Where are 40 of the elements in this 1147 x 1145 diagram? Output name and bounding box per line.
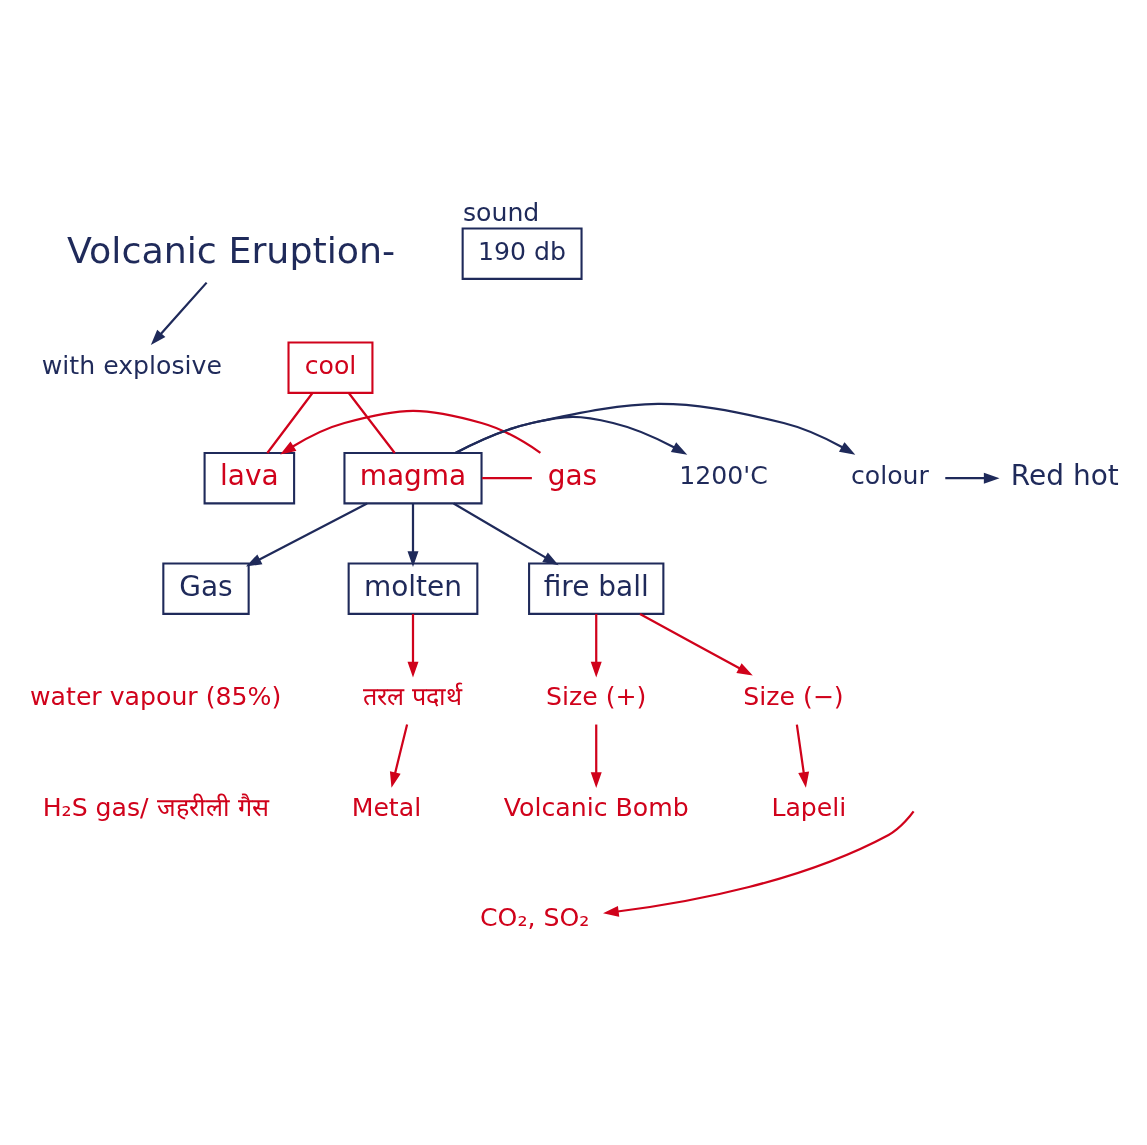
arrow [245, 502, 368, 567]
connector [482, 476, 532, 479]
node-text: colour [851, 460, 929, 490]
arrow [280, 409, 542, 455]
node-text: Size (−) [743, 681, 844, 711]
node-text: Lapeli [771, 792, 847, 822]
node-text: gas [547, 458, 598, 492]
arrow [407, 503, 419, 567]
arrow [407, 613, 419, 677]
connector [347, 391, 396, 454]
node-text: Volcanic Eruption- [67, 228, 396, 272]
node-box: magma [343, 451, 483, 504]
arrow [389, 723, 409, 788]
node-text: 1200'C [679, 460, 768, 490]
arrow [453, 502, 559, 565]
node-text: Size (+) [546, 681, 647, 711]
node-text: water vapour (85%) [30, 681, 282, 711]
node-text: तरल पदार्थ [363, 681, 463, 711]
arrow [945, 472, 1000, 484]
node-box: cool [287, 341, 374, 394]
node-box: fire ball [528, 562, 665, 615]
node-box: 190 db [461, 227, 583, 280]
node-text: with explosive [41, 350, 222, 380]
node-text: Red hot [1010, 458, 1119, 492]
arrow [590, 724, 602, 788]
arrow [639, 612, 753, 676]
arrow [603, 810, 915, 917]
arrow [454, 402, 856, 455]
node-box: Gas [162, 562, 250, 615]
arrow [150, 281, 208, 345]
node-text: Volcanic Bomb [503, 792, 689, 822]
arrow [795, 723, 810, 788]
node-text: H₂S gas/ जहरीली गैस [42, 792, 269, 822]
node-box: lava [203, 451, 296, 504]
node-box: molten [347, 562, 479, 615]
arrow [590, 613, 602, 677]
node-text: Metal [351, 792, 422, 822]
node-label: sound [462, 197, 540, 227]
connector [266, 391, 314, 454]
node-text: CO₂, SO₂ [480, 902, 590, 932]
